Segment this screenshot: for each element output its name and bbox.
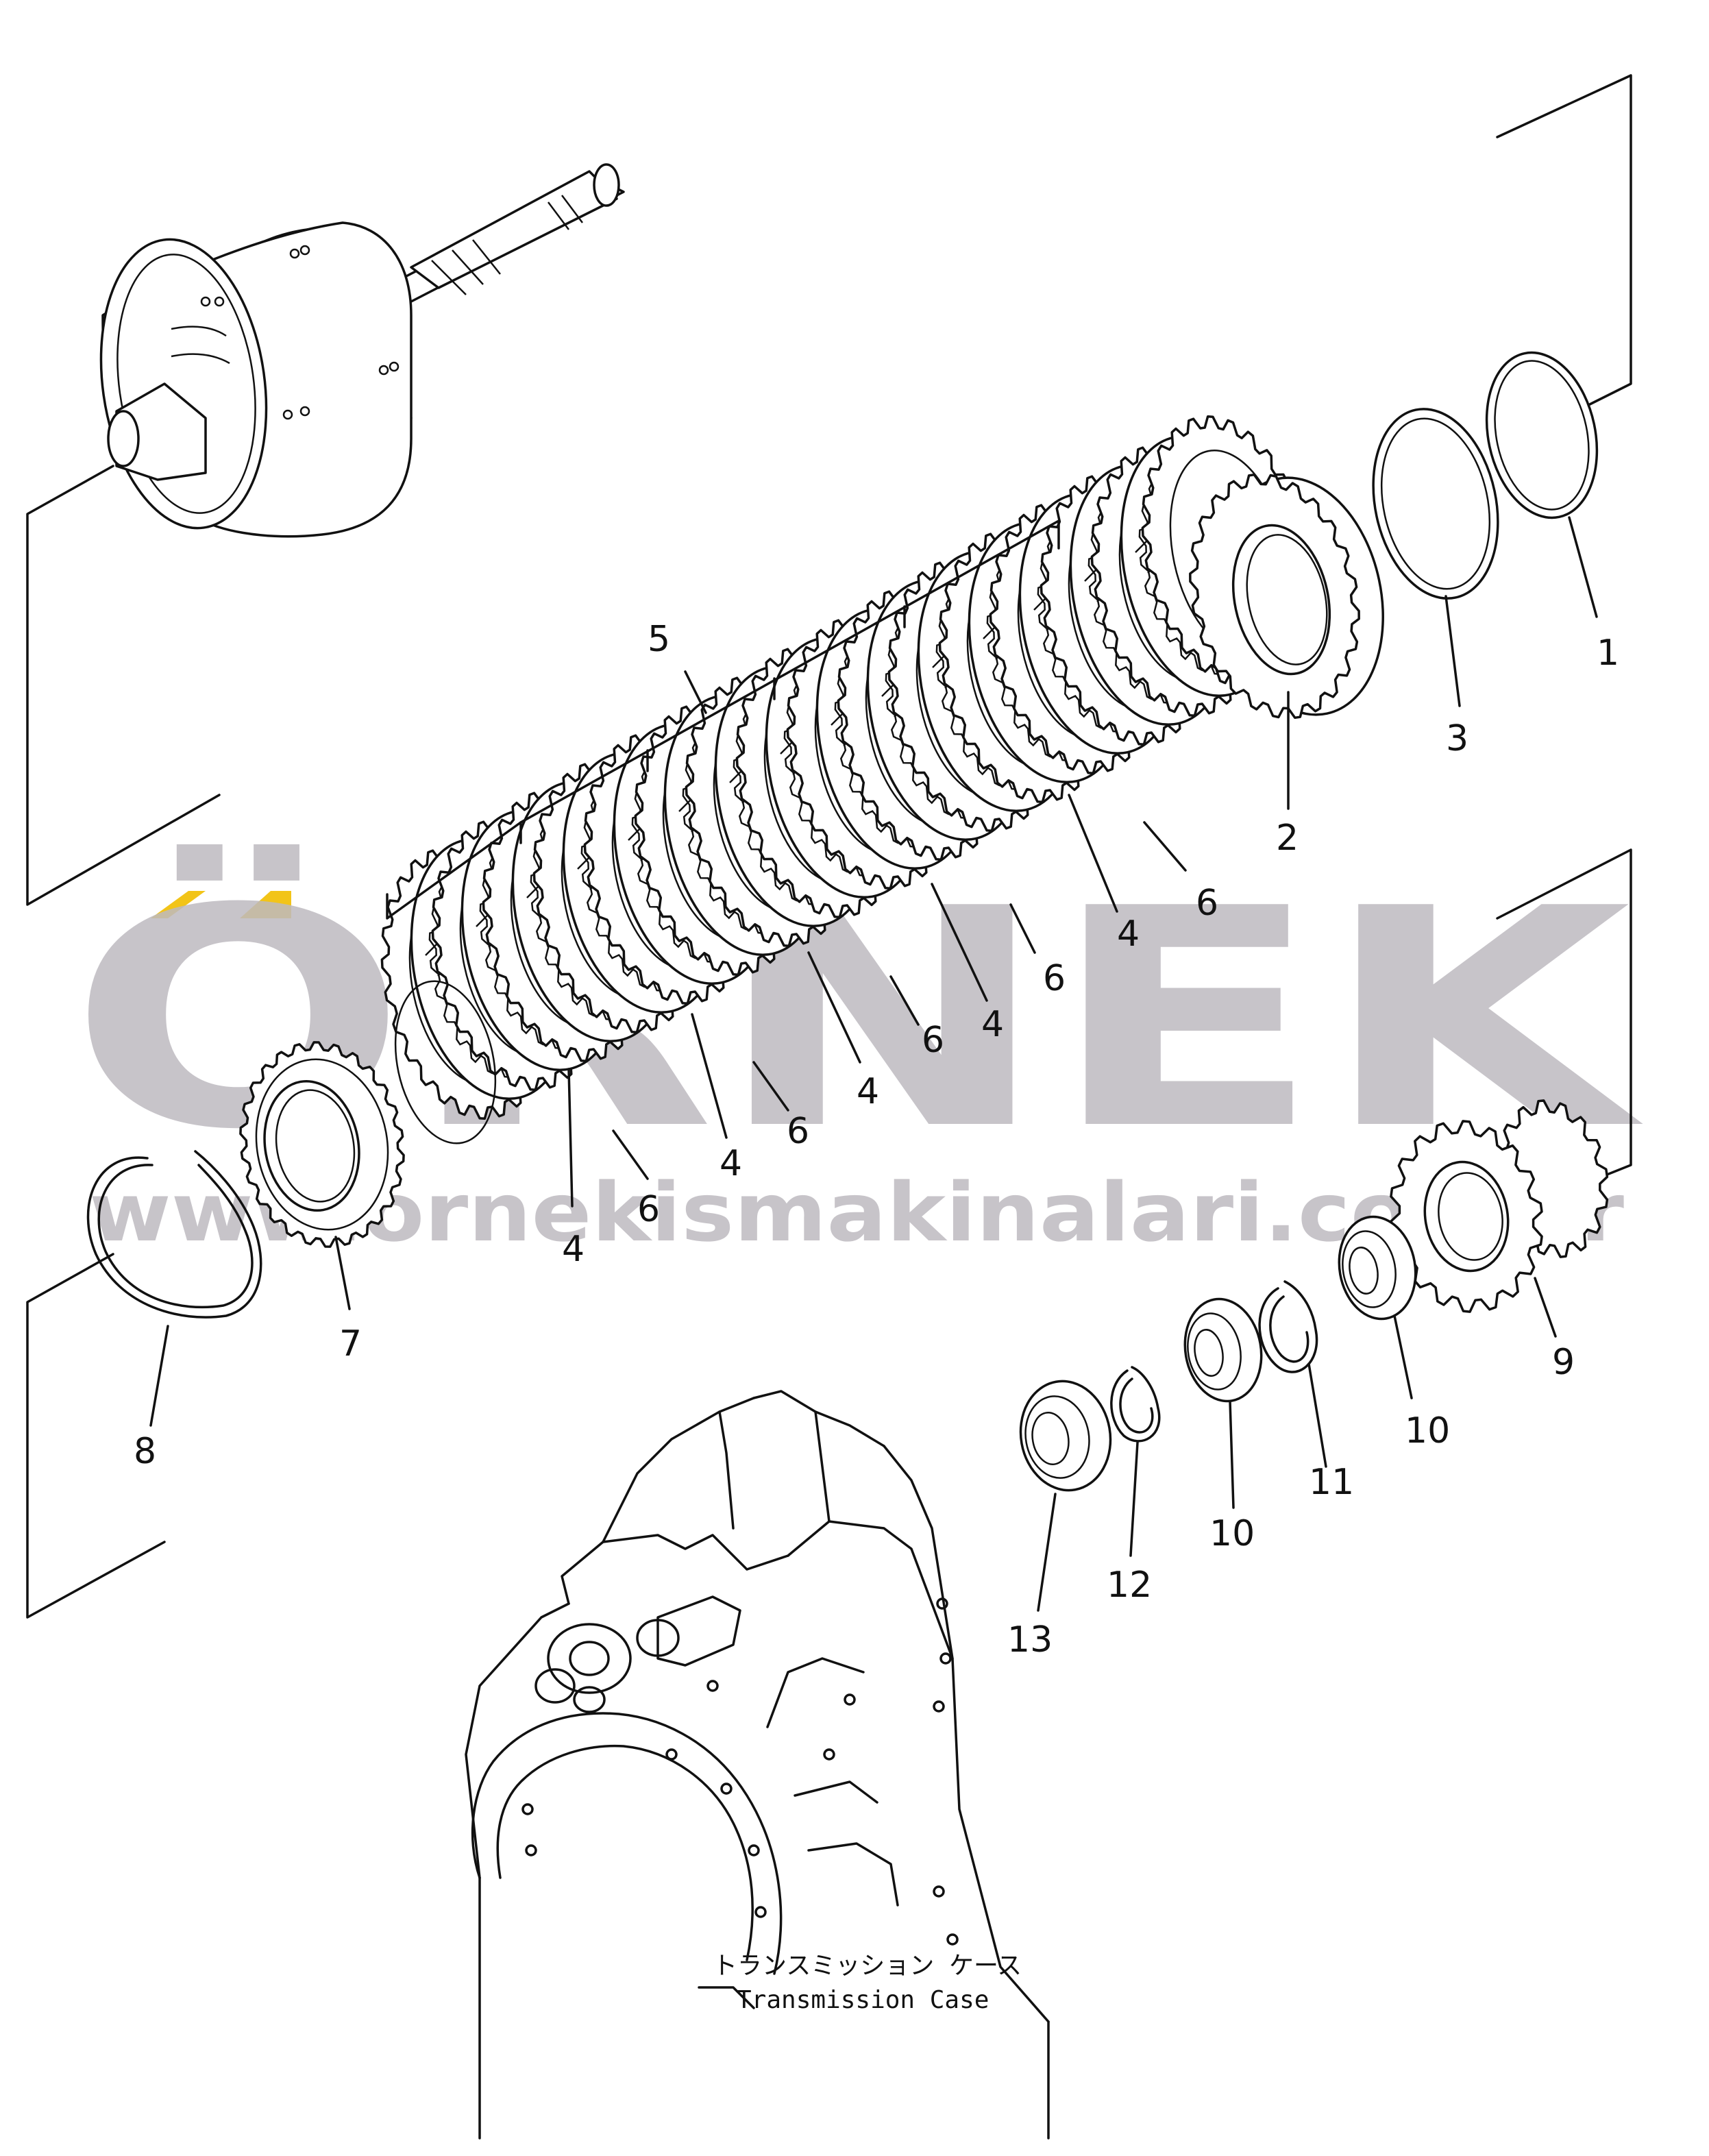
bracket-leader-5 <box>684 670 707 714</box>
callout-4d: 4 <box>981 1004 1004 1045</box>
part-3-ring <box>1372 408 1499 600</box>
leader-6a <box>612 1129 649 1180</box>
gear-bore <box>1423 1160 1510 1273</box>
part-7-piston-plate <box>239 1041 405 1248</box>
callout-10a: 10 <box>1405 1410 1450 1451</box>
leader-11 <box>1307 1362 1327 1468</box>
leader-13 <box>1037 1493 1057 1612</box>
case-caption-jp: トランスミッション ケース <box>713 1952 1022 1980</box>
leader-7 <box>334 1236 351 1310</box>
part-10-bearing-lower <box>1183 1297 1263 1403</box>
transmission-case <box>465 1390 1050 2023</box>
callout-6b: 6 <box>787 1111 809 1152</box>
part-10-bearing-upper <box>1338 1215 1417 1321</box>
leader-6e <box>1143 821 1187 872</box>
callout-8: 8 <box>134 1431 156 1472</box>
callout-labels: 1 2 3 4 4 4 4 4 5 6 6 6 6 6 7 8 9 10 10 … <box>134 619 1619 1661</box>
leader-4e <box>1068 794 1118 913</box>
callout-1: 1 <box>1597 633 1619 674</box>
callout-13: 13 <box>1007 1619 1053 1661</box>
frame-line-top-right <box>1496 74 1632 406</box>
callout-3: 3 <box>1446 718 1468 759</box>
watermark-accent-left <box>151 891 206 918</box>
callout-9: 9 <box>1552 1342 1575 1383</box>
part-9-gear <box>1390 1099 1609 1313</box>
callout-6c: 6 <box>922 1020 944 1061</box>
leader-10a <box>1393 1314 1413 1399</box>
leader-6d <box>1009 903 1036 954</box>
part-8-snap-ring <box>86 1150 262 1319</box>
leader-6c <box>889 975 920 1026</box>
callout-6a: 6 <box>637 1189 660 1230</box>
piston-plate-bore-inner <box>275 1089 356 1203</box>
end-plate-bore <box>1231 524 1331 676</box>
leader-12 <box>1129 1441 1139 1557</box>
leader-4a <box>567 1068 574 1208</box>
callout-4e: 4 <box>1117 914 1140 955</box>
callout-12: 12 <box>1107 1565 1152 1606</box>
piston-plate-face <box>255 1058 389 1231</box>
front-plate-bore <box>394 980 497 1144</box>
watermark-accent-right <box>240 891 291 918</box>
leader-lines <box>149 516 1598 1612</box>
part-11-circlip <box>1258 1280 1318 1373</box>
callout-4a: 4 <box>562 1229 585 1270</box>
case-caption-en: Transmission Case <box>737 1986 989 2014</box>
part-2-end-plate <box>1189 473 1384 720</box>
leader-4d <box>931 883 988 1002</box>
frame-line-bottom-left <box>26 1253 166 1619</box>
gear-bore-inner <box>1438 1172 1503 1261</box>
callout-2: 2 <box>1276 818 1299 859</box>
callout-11: 11 <box>1309 1462 1354 1503</box>
leader-3 <box>1444 595 1461 707</box>
end-plate-bore-inner <box>1246 534 1328 665</box>
leader-4c <box>807 951 861 1064</box>
leader-1 <box>1568 516 1598 618</box>
callout-6d: 6 <box>1043 958 1066 999</box>
leader-8 <box>149 1325 169 1427</box>
leader-6b <box>752 1061 789 1112</box>
callout-4b: 4 <box>720 1143 742 1184</box>
part-1-ring <box>1485 351 1599 519</box>
part-13-bearing <box>1019 1380 1112 1492</box>
part-12-circlip <box>1110 1366 1161 1443</box>
clutch-drum-shaft <box>99 163 625 538</box>
leader-9 <box>1534 1277 1557 1338</box>
piston-plate-bore <box>263 1079 360 1212</box>
leader-10b <box>1229 1400 1235 1509</box>
callout-5: 5 <box>648 619 670 660</box>
callout-10b: 10 <box>1209 1513 1255 1554</box>
callout-7: 7 <box>339 1323 362 1364</box>
callout-6e: 6 <box>1196 883 1218 924</box>
leader-4b <box>691 1013 728 1139</box>
frame-line-top-left <box>26 465 221 906</box>
callout-4c: 4 <box>857 1071 879 1112</box>
